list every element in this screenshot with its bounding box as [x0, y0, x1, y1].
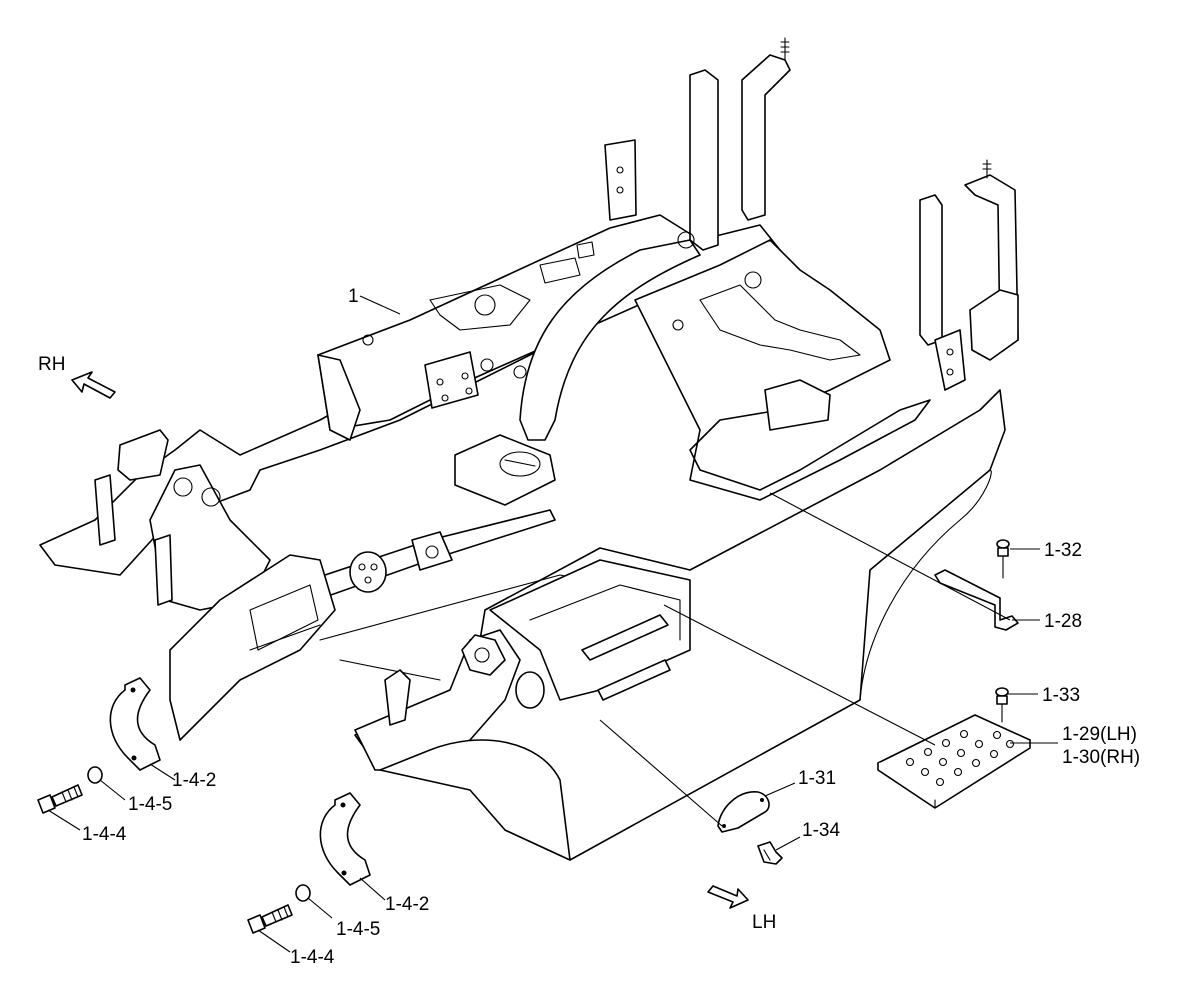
rh-direction-arrow — [71, 371, 116, 399]
callout-upper-washer: 1-4-5 — [128, 794, 172, 815]
right-bracket — [934, 569, 1019, 631]
cover-plate — [717, 791, 770, 833]
callout-bracket-bolt: 1-32 — [1044, 540, 1082, 561]
lower-bolt — [247, 904, 293, 934]
lower-half-clamp-cap — [319, 792, 371, 886]
callout-bracket: 1-28 — [1044, 611, 1082, 632]
callout-lower-washer: 1-4-5 — [336, 919, 380, 940]
upper-half-clamp-cap — [109, 677, 161, 771]
cover-bolt — [757, 841, 783, 865]
callout-cover: 1-31 — [798, 768, 836, 789]
callout-frame: 1 — [348, 286, 359, 307]
callout-lower-cap: 1-4-2 — [385, 894, 429, 915]
direction-label-rh: RH — [38, 354, 65, 375]
callout-upper-cap: 1-4-2 — [172, 770, 216, 791]
leader-lines — [47, 295, 1058, 953]
callout-cover-bolt: 1-34 — [802, 820, 840, 841]
upper-bolt — [37, 784, 83, 814]
lower-washer — [295, 884, 311, 902]
callout-step-rh: 1-30(RH) — [1062, 747, 1140, 768]
callout-upper-bolt: 1-4-4 — [82, 824, 127, 845]
lh-direction-arrow — [707, 885, 749, 909]
main-frame — [39, 37, 1019, 861]
upper-washer — [87, 766, 103, 784]
bracket-bolt — [996, 539, 1010, 579]
callout-step-lh: 1-29(LH) — [1062, 724, 1137, 745]
callout-lower-bolt: 1-4-4 — [290, 947, 335, 968]
step-plate — [877, 714, 1031, 809]
step-bolt — [995, 687, 1009, 723]
callout-step-bolt: 1-33 — [1042, 685, 1080, 706]
direction-label-lh: LH — [752, 912, 776, 933]
